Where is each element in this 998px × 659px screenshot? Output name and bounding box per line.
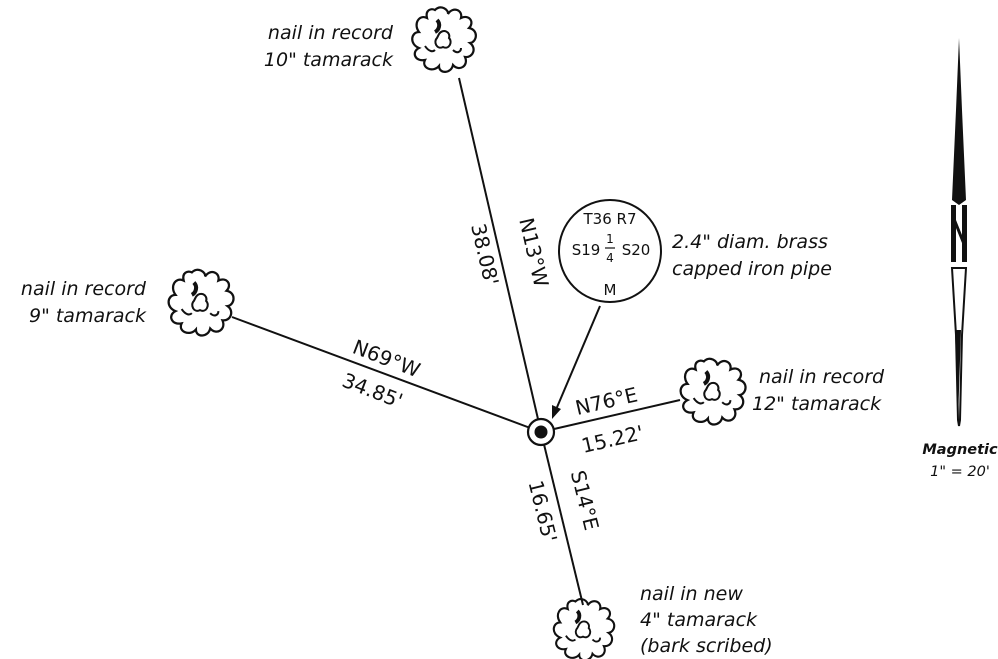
tie-line-east xyxy=(540,399,681,433)
bearing-east-direction: N76°E xyxy=(573,382,640,420)
cap-description-line1: 2.4" diam. brass xyxy=(672,231,828,253)
tie-lines xyxy=(231,77,681,606)
tree-south-line1: nail in new xyxy=(640,583,743,605)
cap-leader-arrowhead xyxy=(552,405,561,419)
bearing-west: N69°W 34.85' xyxy=(339,335,424,413)
tree-south-line3: (bark scribed) xyxy=(640,635,773,657)
cap-detail: T36 R7 S19 1 4 S20 M xyxy=(558,199,662,303)
tree-icon-west xyxy=(169,270,234,336)
tree-east-line1: nail in record xyxy=(759,366,885,388)
tree-south-line2: 4" tamarack xyxy=(640,609,758,631)
cap-township-range: T36 R7 xyxy=(583,210,637,228)
tree-icon-north xyxy=(410,5,478,74)
tree-icon-south xyxy=(551,597,617,659)
tree-label-north: nail in record 10" tamarack xyxy=(264,22,394,71)
magnetic-label: Magnetic xyxy=(922,442,998,458)
tree-icon-east xyxy=(681,359,746,425)
north-arrow-icon xyxy=(950,38,968,427)
tree-label-east: nail in record 12" tamarack xyxy=(752,366,885,415)
tree-north-line2: 10" tamarack xyxy=(264,49,394,71)
cap-fraction-numerator: 1 xyxy=(606,232,614,246)
bearing-south: S14°E 16.65' xyxy=(524,468,604,545)
cap-leader-line xyxy=(554,305,601,413)
cap-meridian: M xyxy=(604,281,617,299)
tree-east-line2: 12" tamarack xyxy=(752,393,882,415)
cap-section-right: S20 xyxy=(622,241,651,259)
tie-line-west xyxy=(231,316,542,433)
tree-label-west: nail in record 9" tamarack xyxy=(21,278,147,327)
bearing-north: N13°W 38.08' xyxy=(466,216,553,290)
bearing-south-direction: S14°E xyxy=(566,468,604,533)
bearing-east: N76°E 15.22' xyxy=(573,382,646,458)
bearing-north-distance: 38.08' xyxy=(466,221,504,288)
tree-label-south: nail in new 4" tamarack (bark scribed) xyxy=(640,583,773,657)
bearing-east-distance: 15.22' xyxy=(579,420,646,458)
cap-description-line2: capped iron pipe xyxy=(672,258,832,280)
corner-monument xyxy=(526,417,556,447)
tree-north-line1: nail in record xyxy=(268,22,394,44)
cap-fraction-denominator: 4 xyxy=(606,251,614,265)
bearing-south-distance: 16.65' xyxy=(524,478,562,545)
tree-west-line2: 9" tamarack xyxy=(29,305,147,327)
tie-line-south xyxy=(540,431,584,606)
cap-section-left: S19 xyxy=(572,241,601,259)
tree-west-line1: nail in record xyxy=(21,278,147,300)
scale-label: 1" = 20' xyxy=(930,464,990,480)
tie-line-north xyxy=(458,77,542,433)
bearing-north-direction: N13°W xyxy=(514,216,553,290)
